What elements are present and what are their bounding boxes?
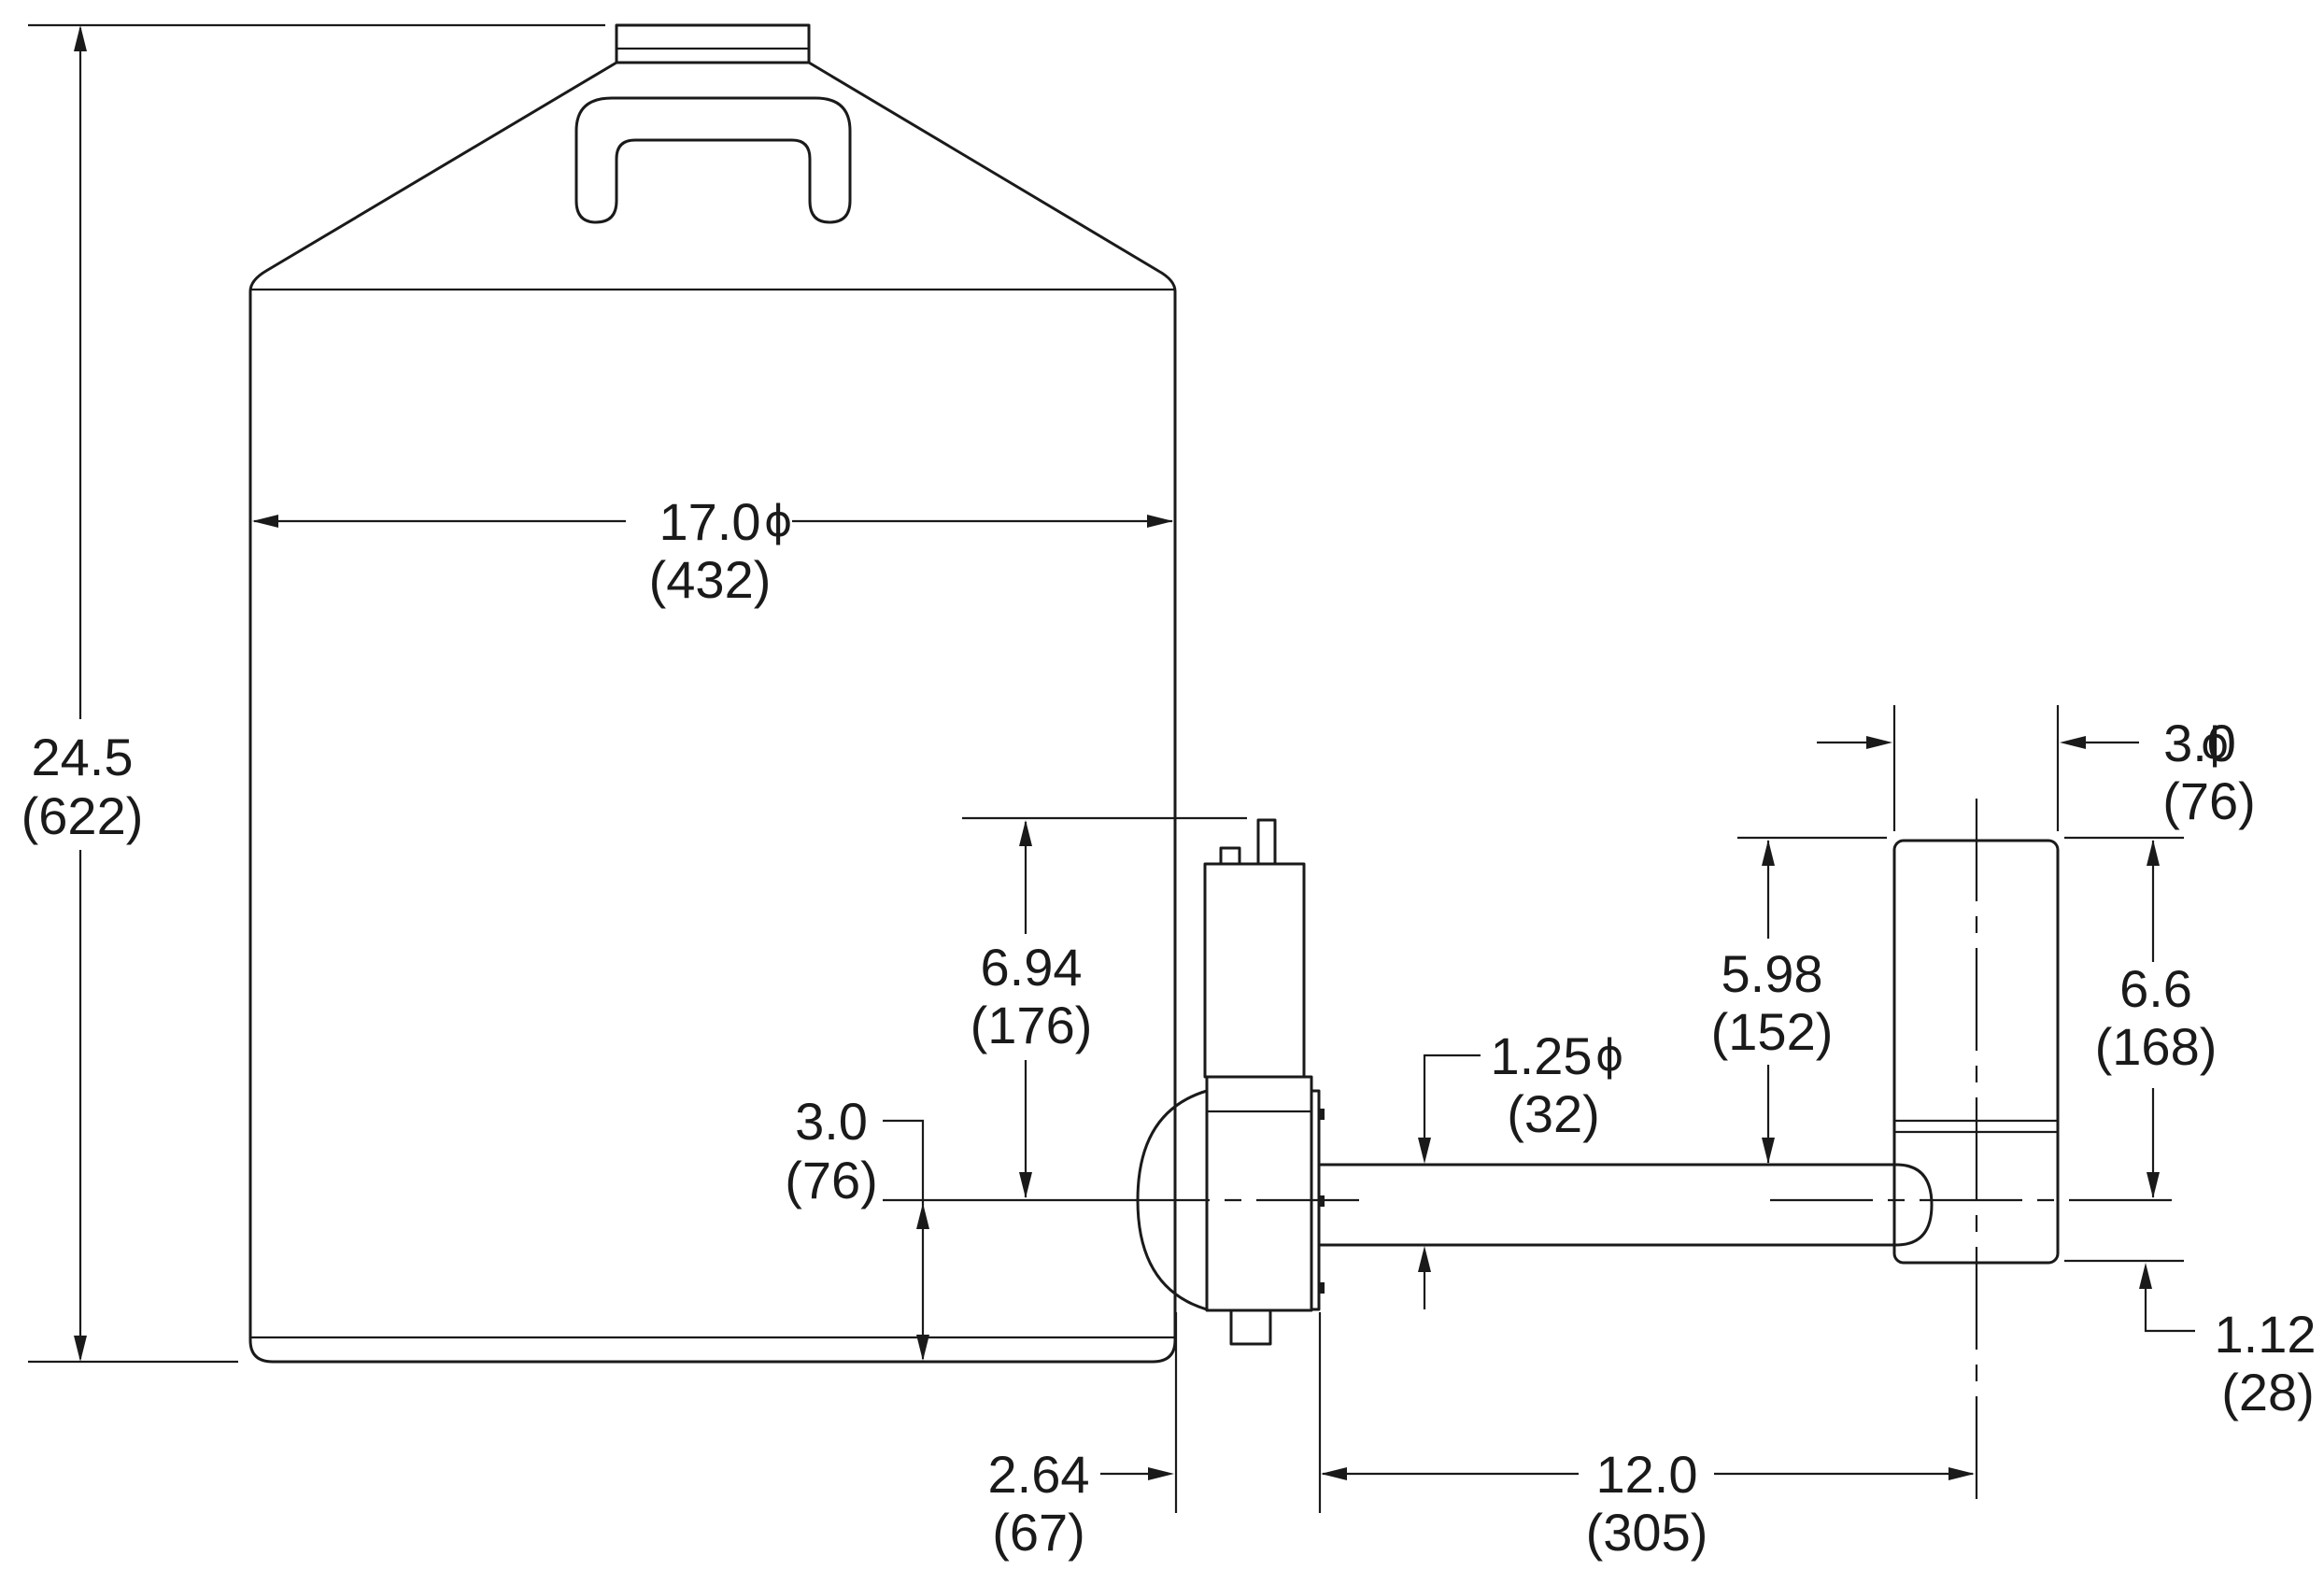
dim-pipe-length: 12.0 (305) bbox=[1318, 1312, 1975, 1562]
dim-cap-height-metric: (168) bbox=[2095, 1017, 2218, 1076]
dim-valve-offset-metric: (67) bbox=[992, 1503, 1085, 1562]
dim-tank-diameter-value: 17.0 bbox=[659, 492, 761, 551]
dim-cap-diameter: 3.0 ϕ (76) bbox=[1817, 705, 2256, 831]
dim-height-total-value: 24.5 bbox=[32, 728, 134, 786]
dim-pipe-diameter-symbol: ϕ bbox=[1595, 1030, 1623, 1081]
dim-valve-height-metric: (176) bbox=[971, 996, 1093, 1054]
dim-cap-diameter-value: 3.0 bbox=[2163, 714, 2236, 772]
dim-valve-height: 6.94 (176) bbox=[962, 816, 1247, 1198]
dim-pipe-length-metric: (305) bbox=[1586, 1503, 1708, 1562]
dim-cap-drop-value: 1.12 bbox=[2215, 1305, 2317, 1364]
dim-tank-diameter: 17.0 ϕ (432) bbox=[252, 492, 1173, 609]
dim-outlet-height-metric: (76) bbox=[785, 1151, 878, 1209]
dim-valve-offset: 2.64 (67) bbox=[988, 1312, 1178, 1562]
dim-pipe-length-value: 12.0 bbox=[1596, 1445, 1698, 1504]
dim-tank-diameter-symbol: ϕ bbox=[764, 496, 792, 546]
tank-handle bbox=[574, 96, 852, 224]
dim-cap-height-value: 6.6 bbox=[2119, 959, 2192, 1018]
valve-assembly bbox=[1136, 818, 1325, 1346]
dim-riser-height-metric: (152) bbox=[1711, 1002, 1834, 1061]
dim-valve-height-value: 6.94 bbox=[981, 938, 1083, 997]
tank-shoulder bbox=[248, 61, 1177, 1364]
dim-cap-diameter-symbol: ϕ bbox=[2201, 718, 2229, 769]
horizontal-pipe bbox=[1317, 1163, 1934, 1247]
dim-valve-offset-value: 2.64 bbox=[988, 1445, 1090, 1504]
dim-height-total: 24.5 (622) bbox=[19, 23, 605, 1364]
dim-pipe-diameter-value: 1.25 bbox=[1491, 1026, 1593, 1085]
pipe bbox=[1317, 1163, 1934, 1247]
dim-cap-drop: 1.12 (28) bbox=[2064, 1259, 2317, 1421]
tank-fill-cap bbox=[615, 23, 811, 64]
dim-outlet-height: 3.0 (76) bbox=[785, 1092, 1107, 1361]
dim-cap-drop-metric: (28) bbox=[2221, 1363, 2315, 1421]
dim-riser-height-value: 5.98 bbox=[1722, 944, 1823, 1003]
dim-height-total-metric: (622) bbox=[21, 786, 144, 845]
dim-riser-height: 5.98 (152) bbox=[1700, 836, 1887, 1164]
dim-pipe-diameter: 1.25 ϕ (32) bbox=[1418, 1026, 1623, 1309]
riser-cap bbox=[1892, 799, 2060, 1513]
dim-cap-height: 6.6 (168) bbox=[2064, 836, 2228, 1198]
dim-pipe-diameter-metric: (32) bbox=[1507, 1084, 1600, 1143]
dim-cap-diameter-metric: (76) bbox=[2162, 771, 2256, 830]
tank bbox=[248, 23, 1177, 1364]
dim-tank-diameter-metric: (432) bbox=[649, 550, 772, 609]
dim-outlet-height-value: 3.0 bbox=[795, 1092, 868, 1151]
